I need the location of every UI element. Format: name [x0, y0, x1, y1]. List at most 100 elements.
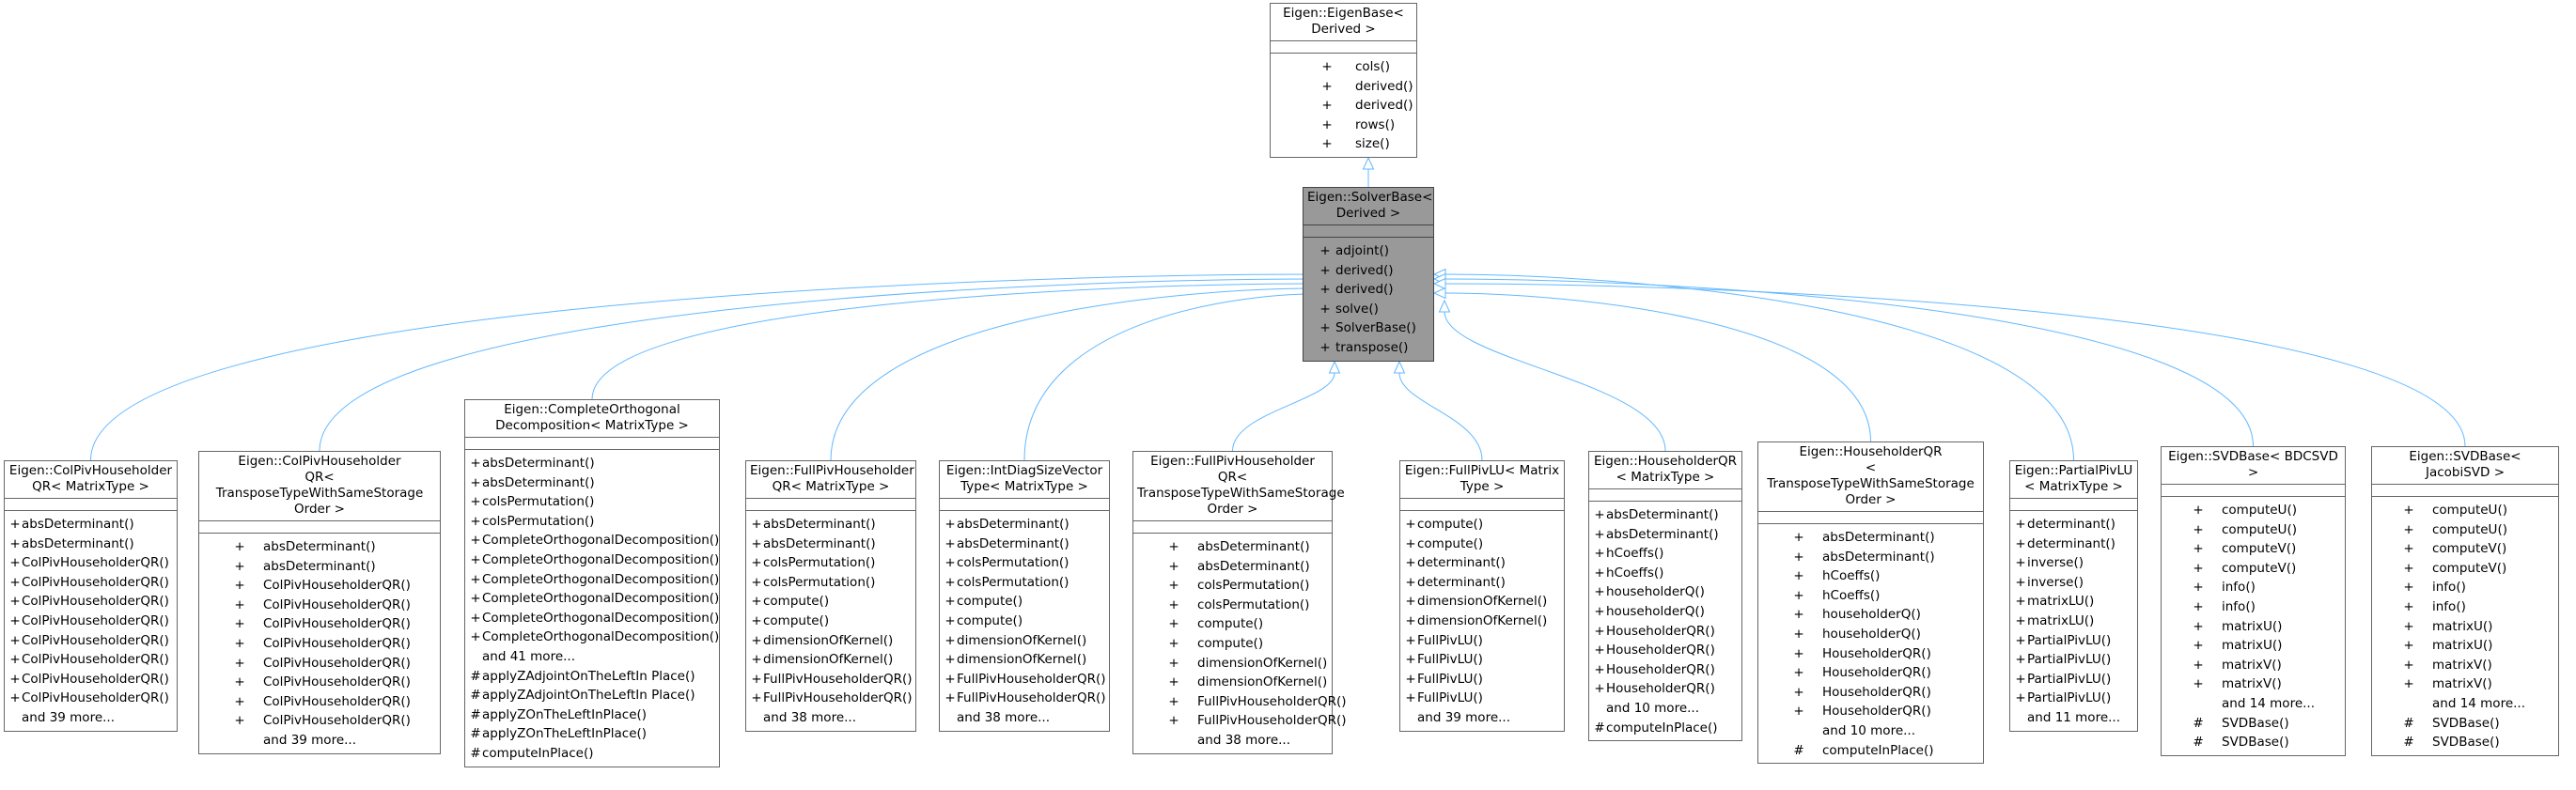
member-row[interactable]: +info(): [2372, 578, 2558, 597]
member-row[interactable]: +colsPermutation(): [1133, 596, 1332, 615]
member-row[interactable]: +HouseholderQR(): [1758, 644, 1983, 664]
member-row[interactable]: +colsPermutation(): [465, 492, 719, 512]
member-row[interactable]: +inverse(): [2010, 573, 2137, 593]
member-row[interactable]: +householderQ(): [1589, 602, 1741, 622]
member-row[interactable]: +dimensionOfKernel(): [1400, 592, 1564, 612]
member-row[interactable]: +colsPermutation(): [746, 573, 915, 593]
protected-member-row[interactable]: #computeInPlace(): [1589, 719, 1741, 738]
member-row[interactable]: +matrixU(): [2162, 617, 2345, 637]
protected-member-row[interactable]: #applyZOnTheLeftInPlace(): [465, 705, 719, 725]
member-row[interactable]: +ColPivHouseholderQR(): [199, 654, 440, 674]
member-row[interactable]: +ColPivHouseholderQR(): [5, 612, 177, 631]
class-title[interactable]: Eigen::SVDBase< BDCSVD >: [2162, 447, 2345, 485]
member-row[interactable]: +householderQ(): [1758, 605, 1983, 625]
member-row[interactable]: +dimensionOfKernel(): [746, 631, 915, 651]
member-row[interactable]: +ColPivHouseholderQR(): [5, 670, 177, 689]
member-row[interactable]: +dimensionOfKernel(): [746, 650, 915, 670]
member-row[interactable]: +ColPivHouseholderQR(): [5, 689, 177, 708]
member-row[interactable]: +computeV(): [2162, 539, 2345, 559]
protected-member-row[interactable]: #SVDBase(): [2162, 733, 2345, 752]
more-members-link[interactable]: and 38 more...: [957, 709, 1051, 725]
member-row[interactable]: +ColPivHouseholderQR(): [199, 634, 440, 654]
member-row[interactable]: +compute(): [1400, 534, 1564, 554]
member-row[interactable]: +FullPivHouseholderQR(): [746, 670, 915, 689]
member-row[interactable]: +compute(): [940, 592, 1109, 612]
member-row[interactable]: +SolverBase(): [1304, 318, 1433, 338]
member-row[interactable]: +HouseholderQR(): [1758, 702, 1983, 721]
member-row[interactable]: +compute(): [1133, 614, 1332, 634]
member-row[interactable]: +CompleteOrthogonalDecomposition(): [465, 627, 719, 647]
member-row[interactable]: +ColPivHouseholderQR(): [5, 573, 177, 593]
member-row[interactable]: +absDeterminant(): [1758, 528, 1983, 548]
member-row[interactable]: +colsPermutation(): [1133, 576, 1332, 596]
member-row[interactable]: +colsPermutation(): [746, 553, 915, 573]
member-row[interactable]: +HouseholderQR(): [1589, 660, 1741, 680]
member-row[interactable]: +matrixV(): [2162, 674, 2345, 694]
member-row[interactable]: +ColPivHouseholderQR(): [5, 553, 177, 573]
member-row[interactable]: +dimensionOfKernel(): [1400, 612, 1564, 631]
member-row[interactable]: +ColPivHouseholderQR(): [5, 631, 177, 651]
member-row[interactable]: +compute(): [746, 592, 915, 612]
more-members-link[interactable]: and 39 more...: [1417, 709, 1511, 725]
member-row[interactable]: +FullPivLU(): [1400, 631, 1564, 651]
member-row[interactable]: +FullPivHouseholderQR(): [1133, 711, 1346, 731]
more-members-link[interactable]: and 10 more...: [1606, 700, 1700, 716]
member-row[interactable]: +colsPermutation(): [940, 573, 1109, 593]
protected-member-row[interactable]: #computeInPlace(): [1758, 741, 1983, 761]
member-row[interactable]: +computeU(): [2372, 520, 2558, 540]
class-title[interactable]: Eigen::EigenBase< Derived >: [1271, 4, 1416, 41]
member-row[interactable]: +absDeterminant(): [746, 534, 915, 554]
more-members-link[interactable]: and 39 more...: [22, 709, 116, 725]
protected-member-row[interactable]: #computeInPlace(): [465, 744, 719, 764]
member-row[interactable]: +ColPivHouseholderQR(): [5, 650, 177, 670]
member-row[interactable]: +colsPermutation(): [940, 553, 1109, 573]
member-row[interactable]: +dimensionOfKernel(): [1133, 673, 1332, 692]
member-row[interactable]: +info(): [2162, 597, 2345, 617]
member-row[interactable]: +compute(): [746, 612, 915, 631]
more-members-link[interactable]: and 10 more...: [1822, 722, 1916, 738]
member-row[interactable]: +FullPivLU(): [1400, 670, 1564, 689]
member-row[interactable]: +computeV(): [2162, 559, 2345, 579]
member-row[interactable]: +info(): [2372, 597, 2558, 617]
member-row[interactable]: +absDeterminant(): [199, 557, 440, 577]
member-row[interactable]: +dimensionOfKernel(): [940, 631, 1109, 651]
member-row[interactable]: +derived(): [1271, 96, 1416, 116]
member-row[interactable]: +matrixU(): [2372, 617, 2558, 637]
member-row[interactable]: +absDeterminant(): [5, 534, 177, 554]
protected-member-row[interactable]: #applyZAdjointOnTheLeftIn Place(): [465, 667, 719, 687]
member-row[interactable]: +matrixV(): [2162, 656, 2345, 675]
protected-member-row[interactable]: #applyZAdjointOnTheLeftIn Place(): [465, 686, 719, 705]
member-row[interactable]: +determinant(): [1400, 553, 1564, 573]
member-row[interactable]: +computeU(): [2372, 501, 2558, 520]
member-row[interactable]: +CompleteOrthogonalDecomposition(): [465, 609, 719, 628]
member-row[interactable]: +hCoeffs(): [1758, 566, 1983, 586]
member-row[interactable]: +HouseholderQR(): [1589, 679, 1741, 699]
protected-member-row[interactable]: #SVDBase(): [2372, 733, 2558, 752]
class-title[interactable]: Eigen::SVDBase< JacobiSVD >: [2372, 447, 2558, 485]
member-row[interactable]: +absDeterminant(): [940, 534, 1109, 554]
class-householderqr[interactable]: Eigen::HouseholderQR< MatrixType >+absDe…: [1588, 451, 1742, 742]
member-row[interactable]: +hCoeffs(): [1589, 544, 1741, 564]
class-eigenbase[interactable]: Eigen::EigenBase< Derived >+cols()+deriv…: [1270, 3, 1417, 158]
member-row[interactable]: +PartialPivLU(): [2010, 631, 2137, 651]
member-row[interactable]: +transpose(): [1304, 338, 1433, 358]
member-row[interactable]: +matrixU(): [2162, 636, 2345, 656]
class-householderqr-transpose[interactable]: Eigen::HouseholderQR< TransposeTypeWithS…: [1757, 441, 1984, 765]
more-members-link[interactable]: and 41 more...: [482, 648, 576, 664]
member-row[interactable]: +hCoeffs(): [1589, 564, 1741, 583]
member-row[interactable]: +derived(): [1304, 280, 1433, 300]
member-row[interactable]: +ColPivHouseholderQR(): [199, 596, 440, 615]
class-title[interactable]: Eigen::HouseholderQR< TransposeTypeWithS…: [1758, 442, 1983, 512]
member-row[interactable]: +ColPivHouseholderQR(): [5, 592, 177, 612]
member-row[interactable]: +hCoeffs(): [1758, 586, 1983, 606]
member-row[interactable]: +absDeterminant(): [1589, 525, 1741, 545]
member-row[interactable]: +FullPivLU(): [1400, 650, 1564, 670]
member-row[interactable]: +matrixU(): [2372, 636, 2558, 656]
